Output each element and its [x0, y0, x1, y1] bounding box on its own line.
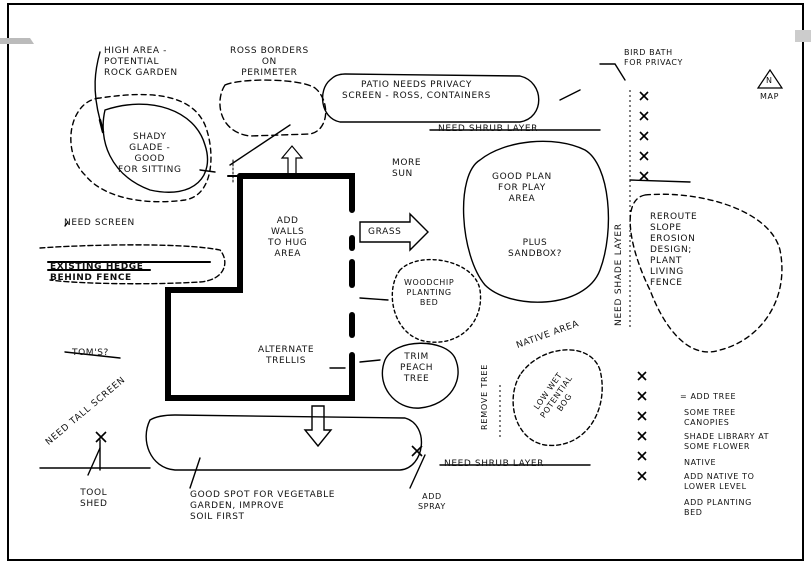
- label-need-shrub-top: NEED SHRUB LAYER: [438, 124, 538, 134]
- label-tom: TOM'S?: [72, 348, 109, 358]
- ross-border-blob: [219, 79, 327, 137]
- patio-screen-blob: [321, 73, 540, 123]
- label-good-play: GOOD PLAN FOR PLAY AREA: [492, 172, 552, 204]
- peach-circle: [381, 342, 459, 409]
- label-high-area: HIGH AREA - POTENTIAL ROCK GARDEN: [104, 46, 178, 78]
- label-ross-borders: ROSS BORDERS ON PERIMETER: [230, 46, 309, 78]
- label-add-spray: ADD SPRAY: [418, 492, 446, 511]
- key-item-3: NATIVE: [684, 458, 717, 467]
- label-reroute-slope: REROUTE SLOPE EROSION DESIGN; PLANT LIVI…: [650, 212, 698, 288]
- label-trim-peach: TRIM PEACH TREE: [400, 352, 434, 384]
- label-need-shrub-bottom: NEED SHRUB LAYER: [444, 459, 544, 469]
- key-title: = ADD TREE: [680, 392, 737, 401]
- page-tab: [0, 38, 34, 44]
- label-patio-screen: PATIO NEEDS PRIVACY SCREEN - ROSS, CONTA…: [342, 80, 491, 101]
- label-add-walls: ADD WALLS TO HUG AREA: [268, 216, 308, 259]
- label-stump: TOOL SHED: [80, 488, 108, 509]
- sheet-border: [7, 3, 804, 561]
- label-more-sun: MORE SUN: [392, 158, 422, 179]
- key-item-1: SOME TREE CANOPIES: [684, 408, 736, 427]
- label-woodchip: WOODCHIP PLANTING BED: [404, 278, 455, 307]
- label-remove-tree: REMOVE TREE: [480, 363, 489, 430]
- label-compost: GOOD SPOT FOR VEGETABLE GARDEN, IMPROVE …: [190, 490, 336, 522]
- label-north: N: [766, 76, 773, 85]
- label-alternate-trellis: ALTERNATE TRELLIS: [258, 345, 315, 366]
- shady-glade-blob: [102, 103, 209, 193]
- slope-blob: [629, 193, 783, 353]
- label-need-screen: NEED SCREEN: [64, 218, 135, 228]
- north-arrow: [756, 68, 784, 89]
- play-area-blob: [462, 140, 610, 303]
- bog-blob: [512, 349, 603, 447]
- label-shady-glade: SHADY GLADE - GOOD FOR SITTING: [118, 132, 182, 175]
- label-birdbath: BIRD BATH FOR PRIVACY: [624, 48, 683, 67]
- key-item-5: ADD PLANTING BED: [684, 498, 752, 517]
- label-north-sub: MAP: [760, 92, 779, 101]
- woodchip-bed: [391, 258, 482, 343]
- label-need-shade-layer: NEED SHADE LAYER: [614, 223, 624, 326]
- arrow-down: [303, 405, 333, 448]
- key-item-4: ADD NATIVE TO LOWER LEVEL: [684, 472, 755, 491]
- key-item-2: SHADE LIBRARY AT SOME FLOWER: [684, 432, 770, 451]
- label-existing-hedge: EXISTING HEDGE BEHIND FENCE: [50, 262, 144, 283]
- label-plus-sandbox: PLUS SANDBOX?: [508, 238, 562, 259]
- label-grass: GRASS: [368, 227, 402, 237]
- vegetable-bed: [145, 414, 422, 471]
- house-outline: [237, 173, 355, 213]
- rock-garden-blob: [70, 93, 212, 203]
